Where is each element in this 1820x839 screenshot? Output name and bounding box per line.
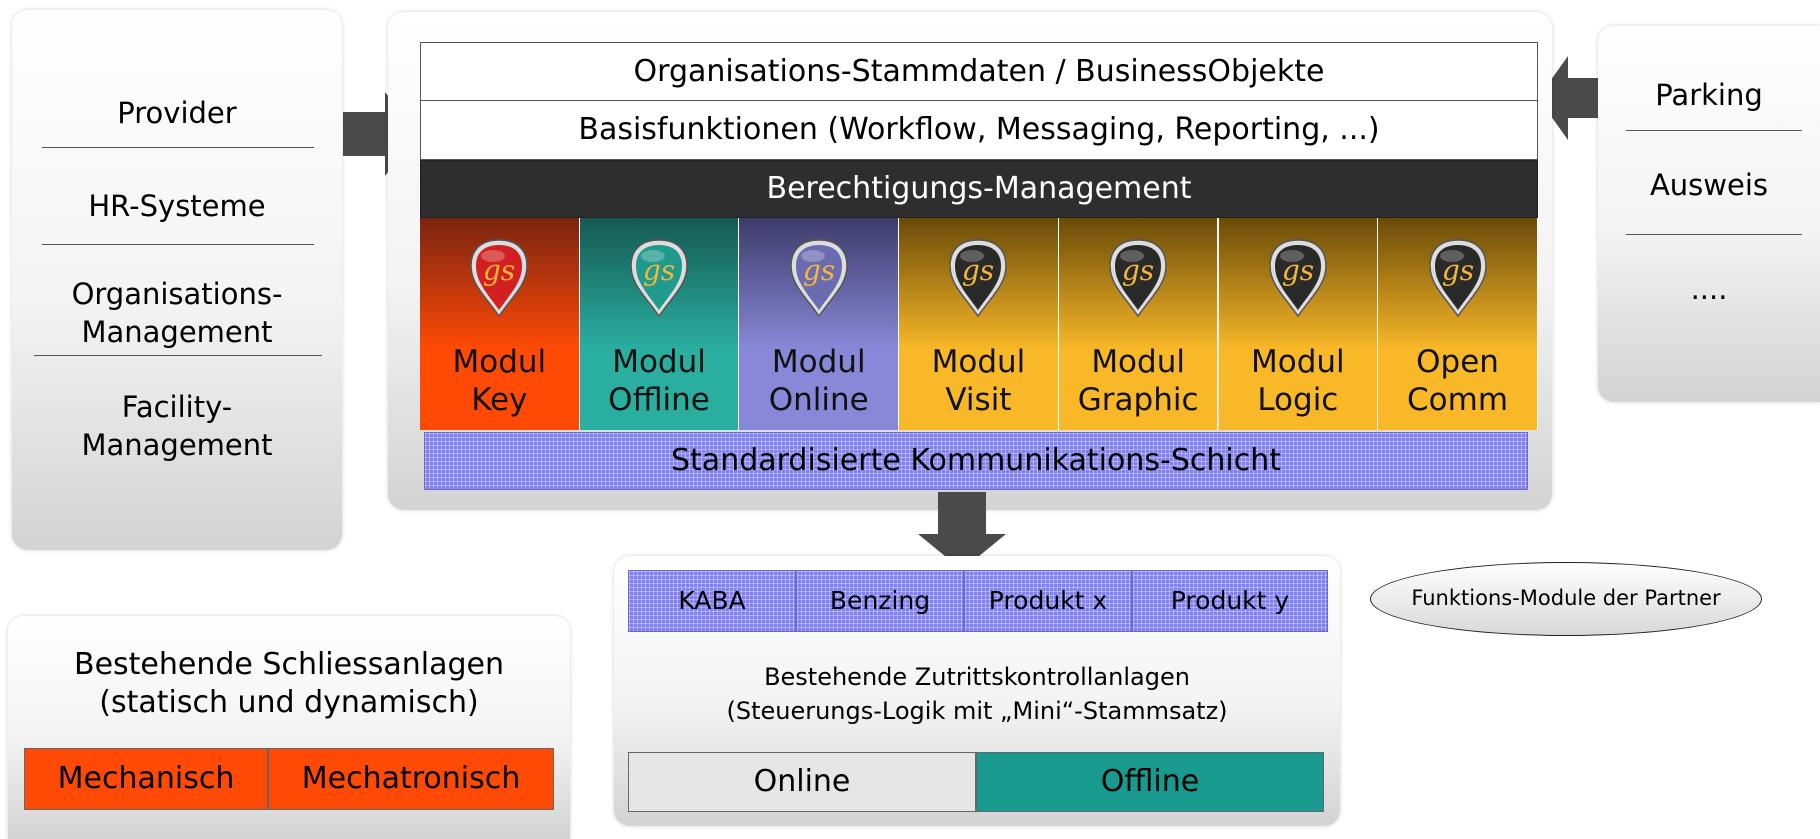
organisations-management-label: Organisations- Management	[71, 277, 283, 349]
mechanisch-cell: Mechanisch	[24, 748, 268, 810]
module-label-line1: Modul	[931, 344, 1026, 380]
product-produkt-x: Produkt x	[964, 570, 1132, 632]
module-label-line2: Logic	[1257, 382, 1339, 418]
offline-cell: Offline	[976, 752, 1324, 812]
module-label-line2: Comm	[1407, 382, 1509, 418]
gs-logo-icon: gs	[949, 239, 1008, 318]
parking-label: Parking	[1655, 78, 1763, 112]
product-produkt-y: Produkt y	[1132, 570, 1328, 632]
divider	[1626, 234, 1802, 235]
organisations-stammdaten-bar: Organisations-Stammdaten / BusinessObjek…	[420, 42, 1538, 101]
source-systems-panel: Provider HR-Systeme Organisations- Manag…	[12, 10, 342, 550]
zutritt-title: Bestehende Zutrittskontrollanlagen (Steu…	[614, 660, 1340, 728]
svg-text:gs: gs	[962, 254, 994, 287]
module-label-line1: Modul	[612, 344, 706, 380]
provider-label: Provider	[117, 96, 237, 130]
schliessanlagen-title-line1: Bestehende Schliessanlagen	[74, 647, 504, 682]
divider	[42, 147, 314, 148]
kommunikations-schicht-bar: Standardisierte Kommunikations-Schicht	[424, 432, 1528, 490]
svg-text:gs: gs	[1122, 254, 1154, 287]
gs-logo-icon: gs	[470, 239, 529, 318]
module-label-line2: Online	[768, 382, 869, 418]
more-label: ....	[1690, 272, 1728, 306]
product-benzing: Benzing	[796, 570, 964, 632]
gs-logo-icon: gs	[1109, 239, 1167, 318]
schliessanlagen-title-line2: (statisch und dynamisch)	[99, 685, 479, 720]
gs-logo-icon: gs	[789, 239, 848, 318]
svg-text:gs: gs	[803, 254, 835, 287]
partner-modules-ellipse: Funktions-Module der Partner	[1370, 562, 1762, 636]
module-label-line1: Modul	[1091, 344, 1185, 380]
module-label-line1: Modul	[1251, 344, 1345, 380]
basisfunktionen-bar: Basisfunktionen (Workflow, Messaging, Re…	[420, 100, 1538, 160]
svg-text:gs: gs	[643, 254, 675, 287]
module-label-line2: Graphic	[1077, 382, 1199, 418]
gs-logo-icon: gs	[1269, 239, 1327, 318]
left-arrow	[1538, 56, 1598, 140]
svg-text:gs: gs	[483, 254, 515, 287]
divider	[42, 244, 314, 245]
svg-text:gs: gs	[1441, 254, 1473, 287]
module-label-line2: Key	[471, 382, 528, 418]
mechatronisch-cell: Mechatronisch	[268, 748, 554, 810]
product-kaba: KABA	[628, 570, 796, 632]
schliessanlagen-title: Bestehende Schliessanlagen (statisch und…	[8, 646, 570, 722]
partner-systems-panel: Parking Ausweis ....	[1598, 26, 1820, 402]
facility-management-label: Facility- Management	[81, 390, 273, 462]
ausweis-label: Ausweis	[1649, 168, 1769, 202]
down-arrow	[918, 492, 1006, 570]
online-cell: Online	[628, 752, 976, 812]
divider	[34, 355, 322, 356]
gs-logo-icon: gs	[1428, 239, 1487, 318]
zutritt-title-line1: Bestehende Zutrittskontrollanlagen	[764, 663, 1190, 691]
gs-logo-icon: gs	[630, 239, 688, 318]
svg-text:gs: gs	[1282, 254, 1314, 287]
module-label-line1: Modul	[771, 344, 866, 380]
berechtigungs-management-bar: Berechtigungs-Management	[420, 160, 1538, 218]
divider	[1626, 130, 1802, 131]
module-label-line1: Open	[1416, 344, 1499, 380]
module-label-line2: Offline	[608, 382, 710, 418]
module-label-line1: Modul	[452, 344, 547, 380]
module-label-line2: Visit	[945, 382, 1012, 418]
zutritt-title-line2: (Steuerungs-Logik mit „Mini“-Stammsatz)	[726, 697, 1228, 725]
hr-systeme-label: HR-Systeme	[88, 189, 266, 223]
